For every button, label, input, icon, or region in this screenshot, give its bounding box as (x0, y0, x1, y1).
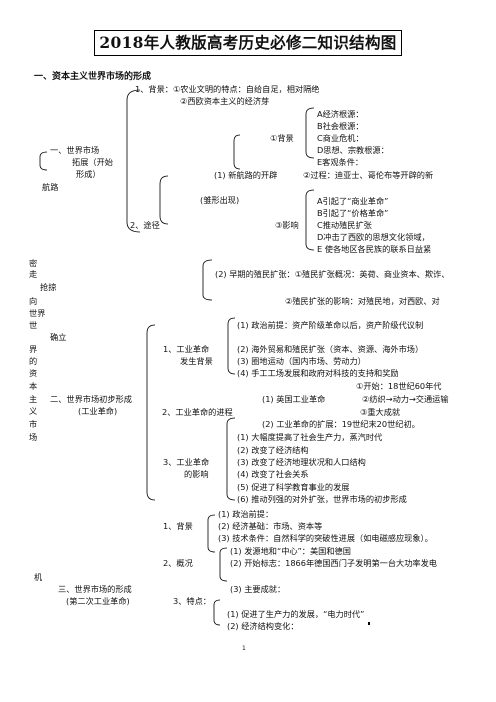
text-line: (5) 促进了科学教育事业的发展 (237, 482, 350, 492)
text-line: ②纺织→动力→交通运输 (362, 394, 449, 404)
text-line: D思想、宗教根源： (317, 145, 389, 155)
text-line: (1) 政治前提： (218, 509, 274, 519)
page-number: 1 (242, 645, 246, 652)
text-line: 2、途径 (130, 220, 160, 230)
text-line: (2) 经济基础：市场、资本等 (218, 521, 323, 531)
text-line: (2) 开始标志：1866年德国西门子发明第一台大功率发电 (230, 558, 437, 568)
text-line: 发生背景 (180, 356, 213, 366)
text-line: 2、工业革命的进程 (162, 407, 233, 417)
text-line: ②西欧资本主义的经济芽 (180, 96, 270, 106)
bracket (226, 417, 236, 501)
text-line: 确立 (50, 332, 67, 342)
text-line: (6) 推动列强的对外扩张，世界市场的初步形成 (237, 494, 407, 504)
text-line: D冲击了西欧的思想文化领域， (317, 232, 430, 242)
text-line: (3) 改变了经济地理状况和人口结构 (237, 457, 366, 467)
text-line: (第二次工业革命) (66, 596, 130, 606)
bracket (233, 134, 241, 170)
bracket (305, 189, 315, 251)
text-line: 的 (29, 356, 38, 366)
text-line: (1) 政治前提：资产阶级革命以后，资产阶级代议制 (237, 320, 424, 330)
text-line: 形成） (76, 169, 101, 179)
text-line: 义 (29, 406, 38, 416)
text-line: (4) 改变了社会关系 (237, 469, 309, 479)
text-line: (1) 大幅度提高了社会生产力，蒸汽时代 (237, 432, 383, 442)
text-line: E 使各地区各民族的联系日益紧 (317, 244, 432, 254)
text-line: E客观条件： (317, 157, 364, 167)
text-line: 密 (29, 258, 38, 268)
text-line: 走 (29, 269, 38, 279)
text-line: 二、世界市场初步形成 (50, 394, 132, 404)
text-line: 场 (29, 432, 38, 442)
bracket (207, 514, 216, 553)
bracket (126, 89, 141, 233)
text-line: 机 (34, 572, 43, 582)
text-line: C商业危机： (317, 133, 364, 143)
bracket (305, 107, 315, 159)
text-line: 2、概况 (163, 558, 193, 568)
text-line: 1、背景 (163, 521, 193, 531)
text-line: (1) 促进了生产力的发展，“电力时代” (227, 609, 365, 619)
text-line: (2) 海外贸易和殖民扩张（资本、资源、海外市场） (237, 344, 424, 354)
text-line: (雏形出现) (200, 195, 240, 205)
text-line: ②过程：迪亚士、哥伦布等开辟的新 (303, 170, 434, 180)
bracket (159, 175, 169, 225)
text-line: A引起了“商业革命” (317, 196, 389, 206)
text-line: 三、世界市场的形成 (58, 584, 132, 594)
bracket (227, 317, 236, 375)
text-line: 1、工业革命 (163, 344, 210, 354)
text-line: (1) 新航路的开辟 (214, 170, 278, 180)
text-line: 世 (29, 320, 38, 330)
text-line: 向 (29, 296, 38, 306)
text-line: 界 (29, 344, 38, 354)
text-line: (2) 经济结构变化： (227, 621, 299, 631)
document-title: 2018年人教版高考历史必修二知识结构图 (94, 30, 402, 56)
text-line: B引起了“价格革命” (317, 208, 389, 218)
text-line: (2) 改变了经济结构 (237, 445, 309, 455)
bracket (213, 599, 221, 626)
text-line: 的影响 (184, 469, 209, 479)
section-heading: 一、资本主义世界市场的形成 (34, 72, 152, 82)
text-line: C推动殖民扩张 (317, 220, 372, 230)
text-line: (3) 圈地运动（国内市场、劳动力） (237, 356, 366, 366)
text-line: (3) 技术条件：自然科学的突破性进展（如电磁感应现象）。 (218, 533, 433, 543)
text-line: 本 (29, 381, 38, 391)
bracket (39, 151, 48, 171)
text-line: 3、特点： (173, 596, 211, 606)
text-line: B社会根源： (317, 121, 364, 131)
text-line: (4) 手工工场发展和政府对科技的支持和奖励 (237, 368, 399, 378)
text-line: 1、背景：①农业文明的特点：自给自足，相对隔绝 (135, 84, 320, 94)
bracket (202, 259, 213, 301)
text-line: ③影响 (275, 220, 299, 230)
text-line: 世界 (29, 308, 46, 318)
text-line: 航路 (42, 182, 59, 192)
text-line: (2) 工业革命的扩展：19世纪末20世纪初。 (262, 419, 420, 429)
text-line: 3、工业革命 (163, 457, 210, 467)
ink-mark (368, 622, 370, 625)
text-line: (1) 英国工业革命 (262, 394, 326, 404)
text-line: 市 (29, 419, 38, 429)
bracket (146, 324, 156, 501)
text-line: ②殖民扩张的影响：对殖民地，对西欧、对 (285, 296, 440, 306)
text-line: ①开始：18世纪60年代 (356, 381, 442, 391)
text-line: 抢掠 (40, 282, 57, 292)
text-line: ①背景 (270, 133, 294, 143)
text-line: (1) 发源地和“中心”：美国和德国 (230, 546, 351, 556)
text-line: (3) 主要成就： (230, 584, 286, 594)
bracket (219, 547, 228, 582)
text-line: (工业革命) (78, 406, 118, 416)
text-line: ③重大成就 (360, 407, 401, 417)
text-line: A经济根源： (317, 109, 364, 119)
text-line: 拓展（开始 (72, 157, 113, 167)
text-line: (2) 早期的殖民扩张：①殖民扩张概况：英荷、商业资本、欺诈、 (215, 269, 450, 279)
text-line: 一、世界市场 (50, 145, 100, 155)
text-line: 主 (29, 394, 38, 404)
text-line: 资 (29, 368, 38, 378)
